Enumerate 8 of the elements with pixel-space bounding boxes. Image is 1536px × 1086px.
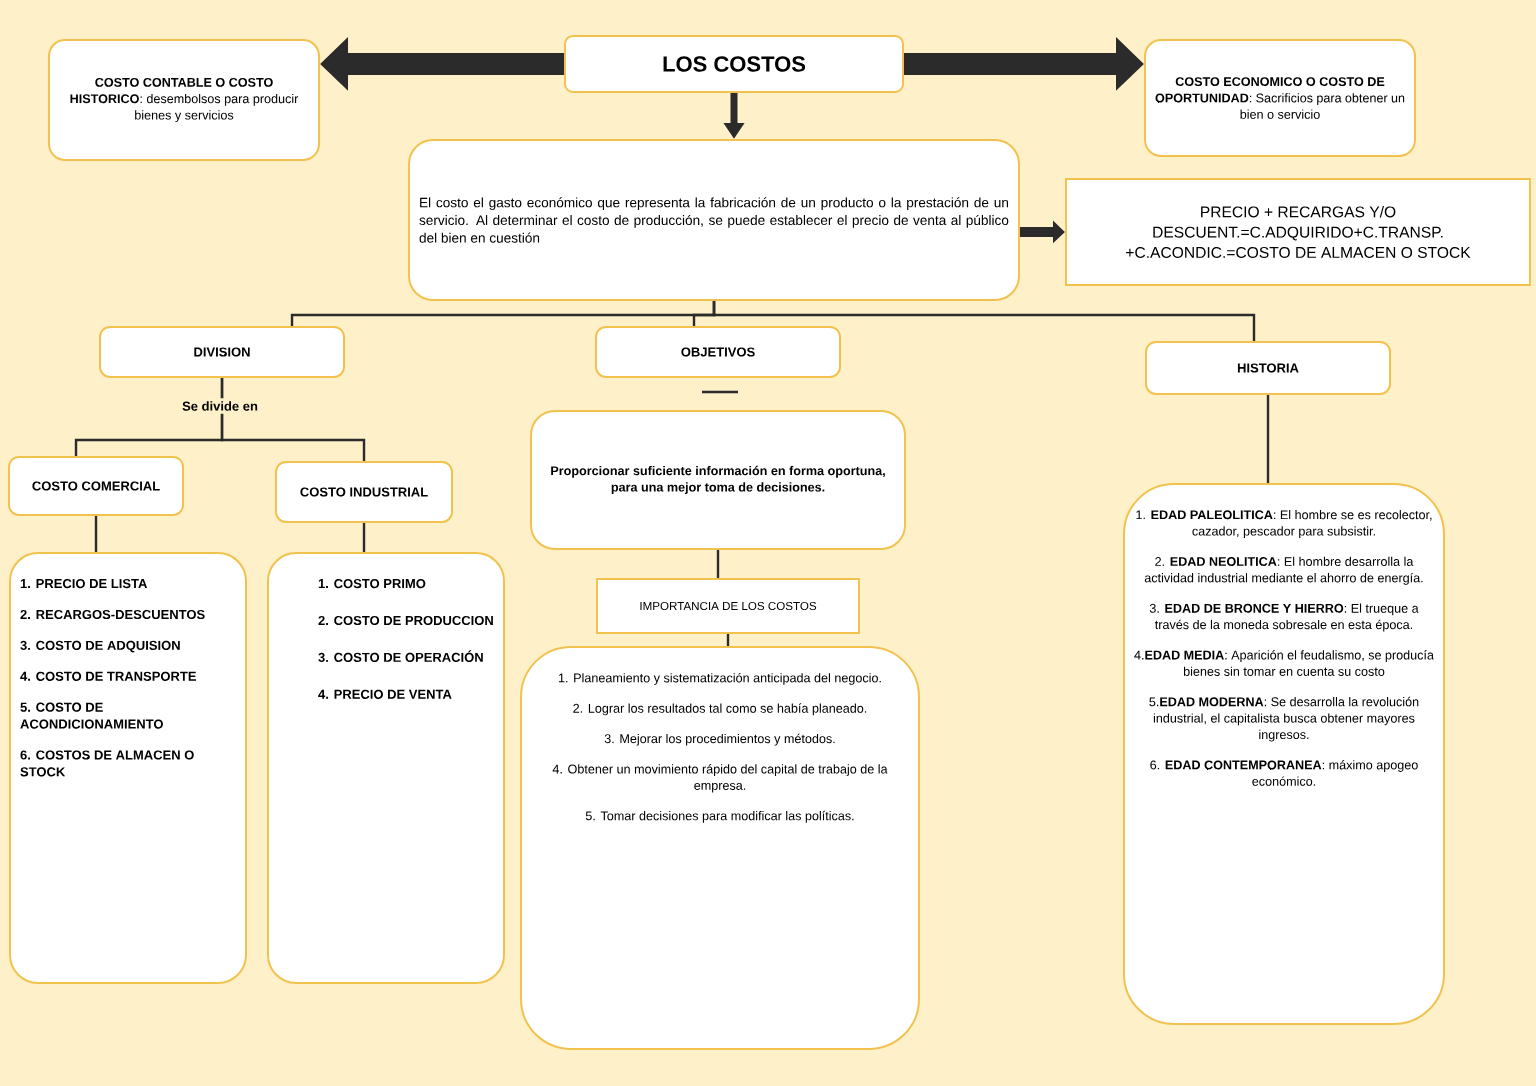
connector-line (362, 523, 366, 552)
title-box: LOS COSTOS (564, 35, 904, 93)
connector-line (220, 378, 366, 461)
connector-line (94, 516, 98, 552)
connector-line (716, 550, 720, 578)
connector-line (1266, 395, 1270, 483)
connector-line (726, 634, 730, 646)
connector-line (712, 301, 1256, 341)
